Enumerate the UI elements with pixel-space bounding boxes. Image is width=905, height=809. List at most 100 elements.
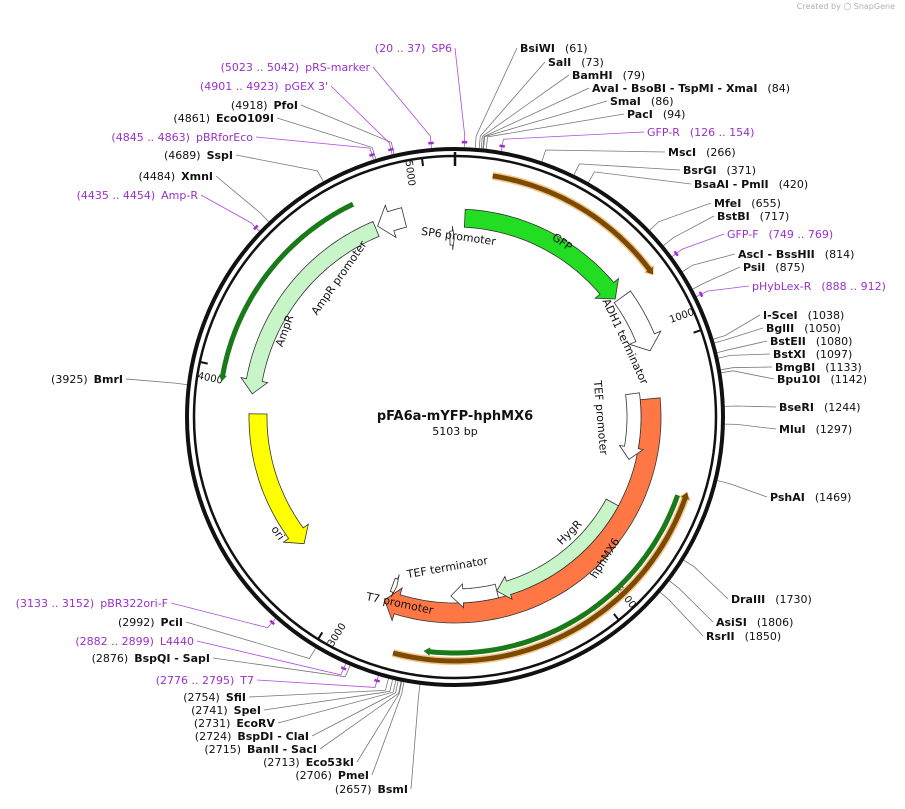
enzyme-label-rsrii[interactable]: RsrII(1850) [706,630,781,643]
enzyme-name: SalI [548,56,571,69]
enzyme-label-i-scei[interactable]: I-SceI(1038) [763,309,844,322]
enzyme-position: (371) [726,164,756,177]
primer-label-gfp-f[interactable]: GFP-F(749 .. 769) [727,228,833,241]
primer-mark [369,152,375,157]
enzyme-label-sfii[interactable]: (2754)SfiI [183,691,246,704]
enzyme-leader [356,681,403,763]
enzyme-label-pshai[interactable]: PshAI(1469) [770,491,851,504]
primer-name: SP6 [431,42,452,55]
enzyme-label-mlui[interactable]: MluI(1297) [779,423,852,436]
enzyme-label-msci[interactable]: MscI(266) [668,146,736,159]
enzyme-label-mfei[interactable]: MfeI(655) [714,197,781,210]
enzyme-name: Eco53kI [306,756,354,769]
feature-adh1-terminator[interactable] [613,290,662,352]
feature-gfp[interactable] [463,208,620,300]
enzyme-name: MluI [779,423,806,436]
enzyme-label-ecoo109i[interactable]: (4861)EcoO109I [173,112,274,125]
enzyme-label-bsiwi[interactable]: BsiWI(61) [520,42,588,55]
enzyme-label-bmri[interactable]: (3925)BmrI [51,373,123,386]
ruler-tick [421,158,424,167]
feature-label-tef-terminator: TEF terminator [405,554,489,581]
enzyme-label-pcii[interactable]: (2992)PciI [118,616,183,629]
enzyme-label-sspi[interactable]: (4689)SspI [164,149,233,162]
primer-label-phyblex-r[interactable]: pHybLex-R(888 .. 912) [752,280,886,293]
enzyme-leader [718,353,771,359]
primer-position: (2882 .. 2899) [75,635,154,648]
enzyme-position: (2657) [335,783,372,796]
annotation-arrow-halo [492,172,655,275]
primer-label-prs-marker[interactable]: (5023 .. 5042)pRS-marker [221,61,371,74]
enzyme-label-ecorv[interactable]: (2731)EcoRV [194,717,276,730]
enzyme-label-asisi[interactable]: AsiSI(1806) [716,616,793,629]
enzyme-name: MfeI [714,197,741,210]
primer-label-gfp-r[interactable]: GFP-R(126 .. 154) [647,126,754,139]
primer-label-pbrforeco[interactable]: (4845 .. 4863)pBRforEco [111,131,253,144]
enzyme-leader [660,592,704,637]
enzyme-label-pfoi[interactable]: (4918)PfoI [231,99,298,112]
enzyme-label-bamhi[interactable]: BamHI(79) [572,69,645,82]
enzyme-label-bsteii[interactable]: BstEII(1080) [770,335,852,348]
enzyme-leader [480,74,570,149]
enzyme-label-bpu10i[interactable]: Bpu10I(1142) [777,373,867,386]
primer-label-l4440[interactable]: (2882 .. 2899) L4440 [75,635,194,648]
enzyme-label-smai[interactable]: SmaI(86) [610,95,674,108]
enzyme-leader [720,366,773,371]
enzyme-leader [215,175,269,222]
enzyme-name: BglII [766,322,794,335]
primer-leader [256,675,379,688]
leader-lines [125,47,777,790]
primer-position: (126 .. 154) [690,126,755,139]
enzyme-label-bsmi[interactable]: (2657)BsmI [335,783,408,796]
feature-ori[interactable] [248,413,309,545]
feature-sp6-promoter[interactable] [449,226,455,250]
enzyme-leader [573,163,681,175]
primer-label-sp6[interactable]: (20 .. 37)SP6 [375,42,452,55]
feature-ampr-promoter[interactable] [377,203,408,239]
enzyme-label-draiii[interactable]: DraIII(1730) [731,593,812,606]
enzyme-label-bstxi[interactable]: BstXI(1097) [773,348,852,361]
enzyme-label-avai-bsobi-tspmi-xmai[interactable]: AvaI - BsoBI - TspMI - XmaI(84) [592,82,790,95]
enzyme-label-psii[interactable]: PsiI(875) [743,261,805,274]
primer-label-t7[interactable]: (2776 .. 2795)T7 [156,674,254,687]
enzyme-label-xmni[interactable]: (4484)XmnI [139,170,213,183]
primer-label-pbr322ori-f[interactable]: (3133 .. 3152)pBR322ori-F [16,597,168,610]
enzyme-label-bstbi[interactable]: BstBI(717) [717,210,789,223]
enzyme-label-bmgbi[interactable]: BmgBI(1133) [775,361,862,374]
enzyme-label-eco53ki[interactable]: (2713)Eco53kI [263,756,354,769]
enzyme-label-pmei[interactable]: (2706)PmeI [295,769,369,782]
enzyme-label-bglii[interactable]: BglII(1050) [766,322,841,335]
primer-position: (4901 .. 4923) [200,80,279,93]
enzyme-name: PsiI [743,261,765,274]
enzyme-name: BstXI [773,348,806,361]
enzyme-name: SmaI [610,95,641,108]
enzyme-leader [185,621,316,659]
enzyme-name: PmeI [338,769,369,782]
enzyme-label-bseri[interactable]: BseRI(1244) [779,401,861,414]
enzyme-label-sali[interactable]: SalI(73) [548,56,604,69]
enzyme-name: Bpu10I [777,373,821,386]
enzyme-label-bsrgi[interactable]: BsrGI(371) [683,164,756,177]
enzyme-label-bsaai-pmli[interactable]: BsaAI - PmlI(420) [694,178,808,191]
primer-name: L4440 [160,635,194,648]
feature-hygr[interactable] [496,498,619,601]
enzyme-label-bspqi-sapi[interactable]: (2876)BspQI - SapI [92,652,210,665]
primer-marks [253,140,704,683]
feature-ampr[interactable] [240,220,380,395]
primer-label-amp-r[interactable]: (4435 .. 4454)Amp-R [77,189,199,202]
enzyme-label-spei[interactable]: (2741)SpeI [191,704,261,717]
enzyme-label-asci-bsshii[interactable]: AscI - BssHII(814) [738,248,854,261]
primer-name: T7 [239,674,254,687]
enzyme-leader [319,681,402,750]
enzyme-label-banii-saci[interactable]: (2715)BanII - SacI [204,743,317,756]
enzyme-name: SpeI [234,704,261,717]
enzyme-position: (84) [767,82,790,95]
primer-label-pgex-3[interactable]: (4901 .. 4923)pGEX 3' [200,80,328,93]
enzyme-name: AsiSI [716,616,747,629]
enzyme-leader [713,314,761,340]
enzyme-label-bspdi-clai[interactable]: (2724)BspDI - ClaI [195,730,309,743]
feature-tef-terminator[interactable] [450,582,499,609]
enzyme-label-paci[interactable]: PacI(94) [627,108,685,121]
feature-t7-promoter[interactable] [389,574,400,598]
feature-tef-promoter[interactable] [618,392,645,460]
